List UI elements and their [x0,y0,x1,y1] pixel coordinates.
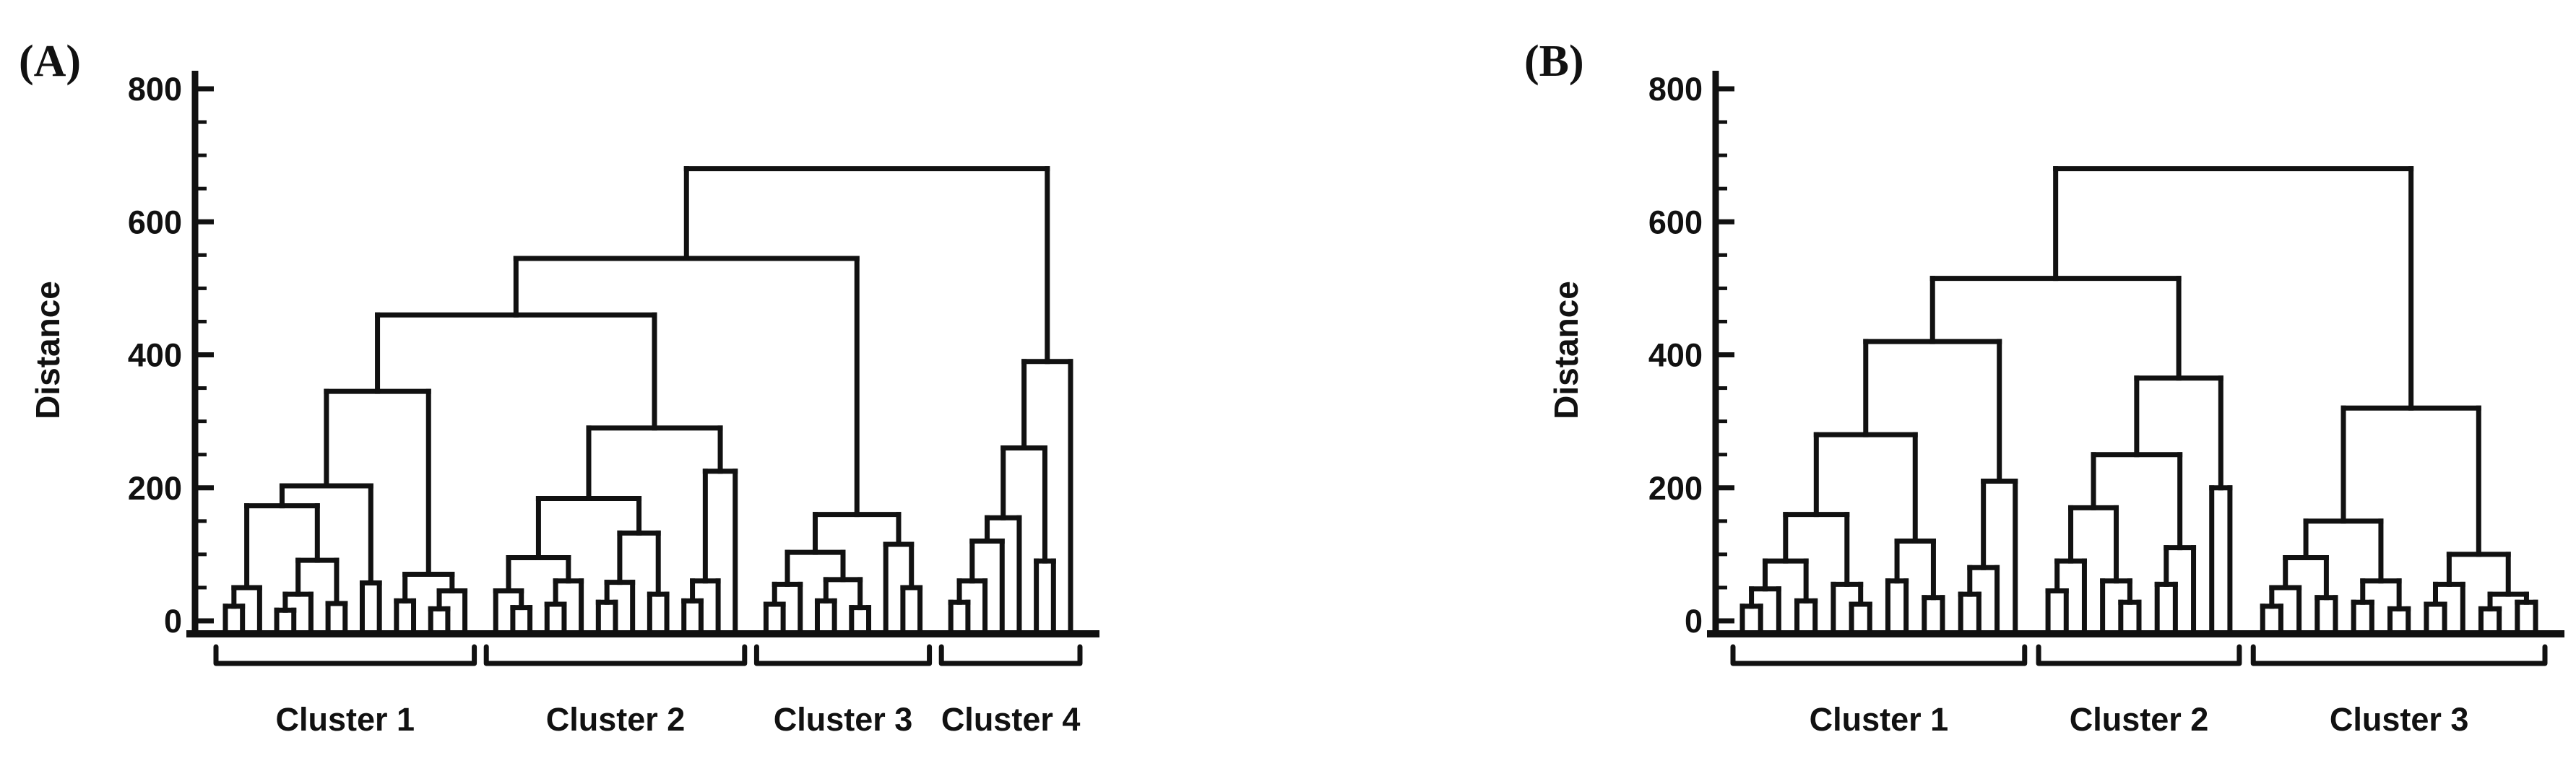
cluster-bracket [1730,644,2028,666]
cluster-label: Cluster 4 [941,701,1081,738]
panel-label: (A) [19,37,81,86]
y-axis-tick-label: 400 [1648,337,1703,374]
cluster-bracket [483,644,748,666]
cluster-bracket [213,644,477,666]
y-axis-tick-label: 200 [128,470,182,507]
panel-label: (B) [1524,37,1584,86]
y-axis-tick-label: 0 [164,603,182,640]
y-axis-title: Distance [29,281,66,419]
y-axis-tick-label: 200 [1648,470,1703,507]
cluster-bracket [753,644,933,666]
y-axis-tick-label: 0 [1685,603,1703,640]
y-axis-tick-label: 600 [1648,204,1703,240]
cluster-label: Cluster 3 [774,701,913,738]
cluster-label: Cluster 2 [546,701,686,738]
y-axis-tick-label: 600 [128,204,182,240]
cluster-bracket [2250,644,2548,666]
cluster-bracket [2036,644,2242,666]
y-axis-tick-label: 400 [128,337,182,374]
y-axis-tick-label: 800 [1648,71,1703,108]
cluster-label: Cluster 1 [1810,701,1949,738]
cluster-label: Cluster 2 [2070,701,2209,738]
y-axis-title: Distance [1547,281,1585,419]
cluster-label: Cluster 3 [2330,701,2469,738]
y-axis-tick-label: 800 [128,71,182,108]
cluster-label: Cluster 1 [276,701,415,738]
cluster-bracket [938,644,1083,666]
